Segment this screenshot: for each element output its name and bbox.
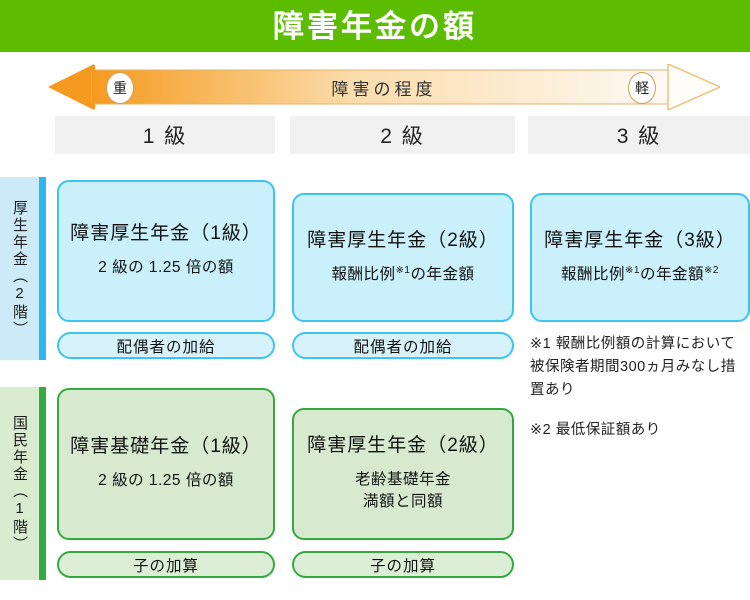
- footnote-2: ※2 最低保証額あり: [530, 421, 661, 438]
- tier-label-employee-pension: 厚生年金（2階）: [0, 177, 46, 360]
- card-title: 障害厚生年金（3級）: [544, 229, 736, 251]
- card-employee-pension-grade-1: 障害厚生年金（1級） 2 級の 1.25 倍の額: [57, 180, 275, 322]
- severity-arrow-graphic: [48, 64, 720, 110]
- pill-child-addition-grade-1: 子の加算: [57, 551, 275, 578]
- grade-header-3: 3 級: [528, 116, 750, 154]
- card-title: 障害厚生年金（2級）: [307, 229, 499, 251]
- footnote-1: ※1 報酬比例額の計算において被保険者期間300ヵ月みなし措置あり: [530, 336, 736, 399]
- footnote-marker-2: ※2: [704, 264, 719, 276]
- pill-spouse-supplement-grade-1: 配偶者の加給: [57, 332, 275, 359]
- grade-header-1: 1 級: [55, 116, 275, 154]
- card-subtitle-line-1: 老齢基礎年金: [354, 470, 451, 488]
- tier-label-national-pension: 国民年金（1階）: [0, 387, 46, 580]
- card-subtitle-part-b: の年金額: [410, 265, 475, 283]
- card-subtitle: 老齢基礎年金 満額と同額: [355, 469, 451, 514]
- severity-badge-light: 軽: [628, 72, 656, 104]
- pill-spouse-supplement-grade-2: 配偶者の加給: [292, 332, 514, 359]
- pill-child-addition-grade-2: 子の加算: [292, 551, 514, 578]
- card-national-pension-grade-2: 障害厚生年金（2級） 老齢基礎年金 満額と同額: [292, 408, 514, 540]
- grade-header-2: 2 級: [290, 116, 515, 154]
- page-title: 障害年金の額: [273, 8, 477, 44]
- severity-axis: 障害の程度 重 軽: [48, 64, 720, 110]
- severity-badge-heavy: 重: [106, 72, 134, 104]
- footnote-marker-1: ※1: [625, 264, 640, 276]
- footnotes: ※1 報酬比例額の計算において被保険者期間300ヵ月みなし措置あり ※2 最低保…: [530, 333, 748, 442]
- card-subtitle-part-a: 報酬比例: [561, 265, 626, 283]
- card-title: 障害基礎年金（1級）: [70, 436, 262, 458]
- footnote-marker-1: ※1: [395, 264, 411, 276]
- card-subtitle: 2 級の 1.25 倍の額: [98, 472, 234, 490]
- card-subtitle: 報酬比例※1の年金額※2: [561, 264, 719, 287]
- card-subtitle: 報酬比例※1の年金額: [332, 264, 475, 287]
- card-subtitle: 2 級の 1.25 倍の額: [98, 259, 234, 277]
- card-employee-pension-grade-3: 障害厚生年金（3級） 報酬比例※1の年金額※2: [530, 193, 750, 322]
- card-national-pension-grade-1: 障害基礎年金（1級） 2 級の 1.25 倍の額: [57, 388, 275, 540]
- card-employee-pension-grade-2: 障害厚生年金（2級） 報酬比例※1の年金額: [292, 193, 514, 322]
- card-subtitle-part-a: 報酬比例: [331, 265, 396, 283]
- page-title-bar: 障害年金の額: [0, 0, 750, 52]
- card-title: 障害厚生年金（1級）: [70, 223, 262, 245]
- card-title: 障害厚生年金（2級）: [307, 435, 499, 457]
- card-subtitle-line-2: 満額と同額: [362, 493, 443, 511]
- card-subtitle-part-b: の年金額: [640, 265, 705, 283]
